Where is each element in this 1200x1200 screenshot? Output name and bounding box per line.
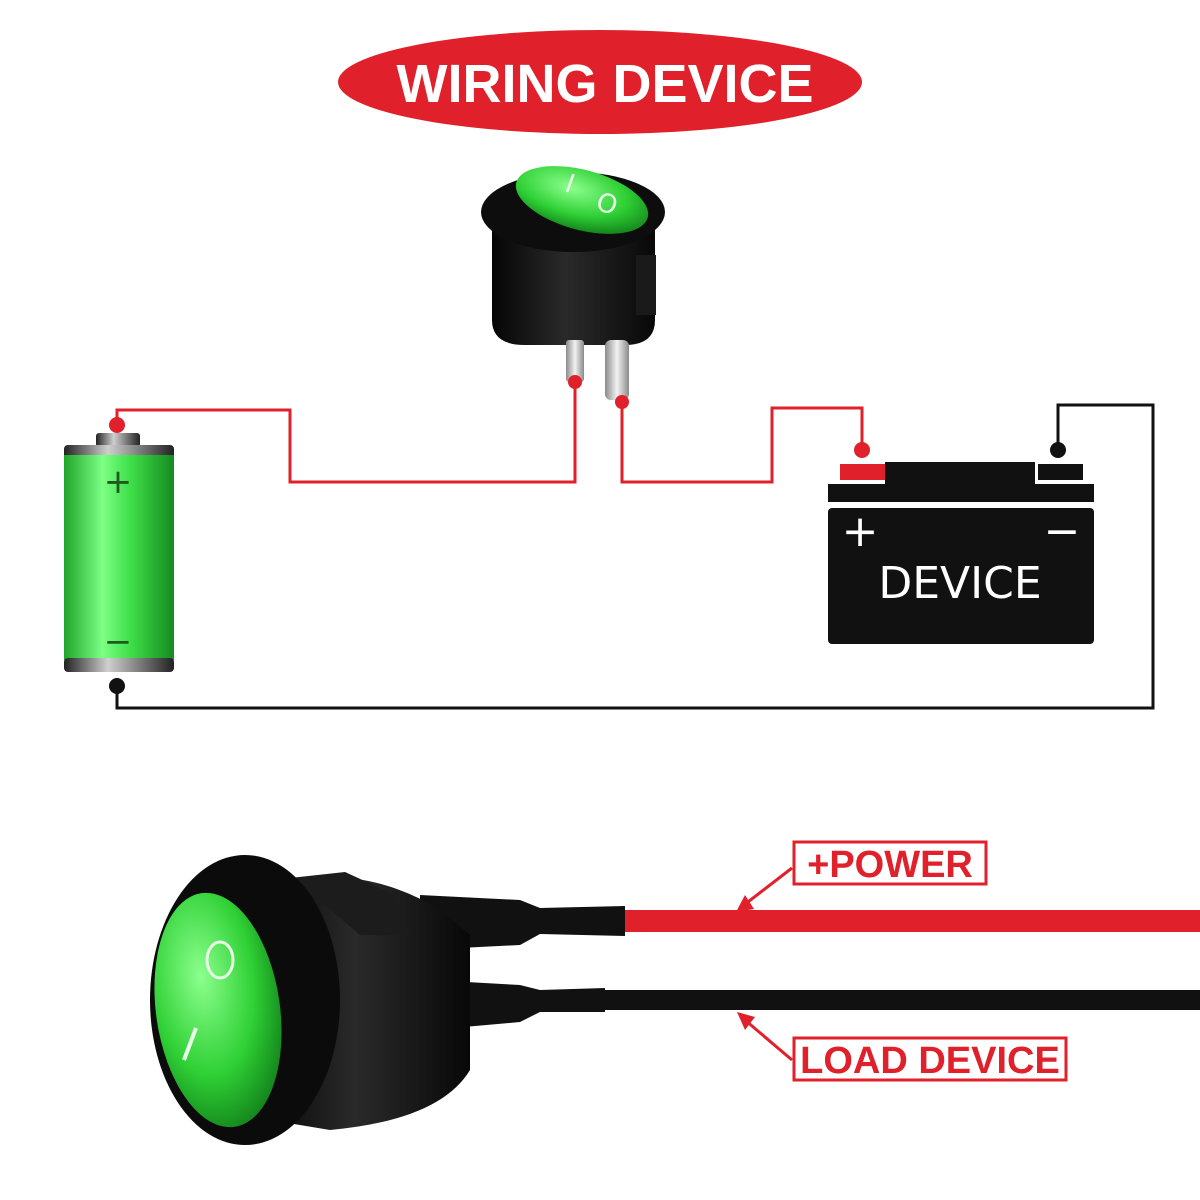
power-callout-label: +POWER — [807, 844, 973, 886]
rocker-switch-with-leads — [150, 855, 1200, 1145]
power-callout-arrow-line — [743, 866, 793, 907]
device-plus-symbol: + — [842, 506, 879, 557]
power-callout: +POWER — [736, 840, 988, 912]
device-negative-node — [1050, 442, 1066, 458]
device-body — [828, 508, 1094, 644]
battery-plus-symbol: + — [104, 462, 133, 502]
load-callout-box — [792, 1036, 1068, 1082]
positive-wire-battery-to-switch — [115, 382, 577, 484]
battery-minus-symbol: − — [104, 622, 133, 662]
switch-side-clip — [636, 255, 656, 315]
device-positive-terminal — [840, 464, 885, 480]
title-banner-bg — [338, 30, 862, 134]
battery: + − — [64, 417, 174, 694]
positive-wire-switch-to-device — [620, 402, 864, 484]
negative-wire-device-to-battery — [115, 403, 1155, 710]
switch-pin-left — [566, 340, 584, 382]
battery-bottom-ring — [64, 658, 174, 672]
device-lid — [828, 484, 1094, 502]
switch-green-lens — [515, 166, 649, 234]
device-load: + − DEVICE — [828, 442, 1094, 644]
load-callout-arrow-line — [744, 1018, 793, 1062]
device-top-block — [885, 462, 1035, 486]
power-lead-sleeve — [420, 895, 625, 950]
title-banner: WIRING DEVICE — [338, 30, 862, 134]
battery-terminal-cap — [96, 433, 140, 447]
load-callout-arrowhead — [737, 1012, 755, 1030]
battery-positive-node — [109, 417, 125, 433]
device-label: DEVICE — [878, 558, 1041, 609]
rocker-switch-top: I O — [481, 166, 665, 409]
battery-negative-node — [109, 678, 125, 694]
load-callout-label: LOAD DEVICE — [800, 1040, 1060, 1082]
switch-pin-right — [605, 340, 629, 400]
load-callout: LOAD DEVICE — [737, 1012, 1068, 1082]
device-positive-node — [854, 442, 870, 458]
load-lead-wire — [600, 990, 1200, 1010]
switch-off-ring-bottom — [205, 940, 235, 980]
power-callout-box — [792, 840, 988, 886]
switch-body — [492, 225, 655, 345]
power-callout-arrowhead — [736, 895, 754, 912]
page-title: WIRING DEVICE — [396, 54, 813, 114]
battery-body — [64, 455, 174, 660]
switch-on-line-bottom — [182, 1027, 198, 1061]
switch-pin-right-node — [615, 395, 629, 409]
load-lead-sleeve — [430, 980, 605, 1030]
switch-pin-left-node — [568, 375, 582, 389]
switch-green-lens-bottom — [154, 892, 282, 1128]
power-lead-wire — [600, 910, 1200, 932]
switch-housing-clip — [290, 872, 410, 935]
device-minus-symbol: − — [1044, 506, 1081, 557]
circuit-wires — [115, 382, 1155, 710]
device-negative-terminal — [1038, 464, 1083, 480]
